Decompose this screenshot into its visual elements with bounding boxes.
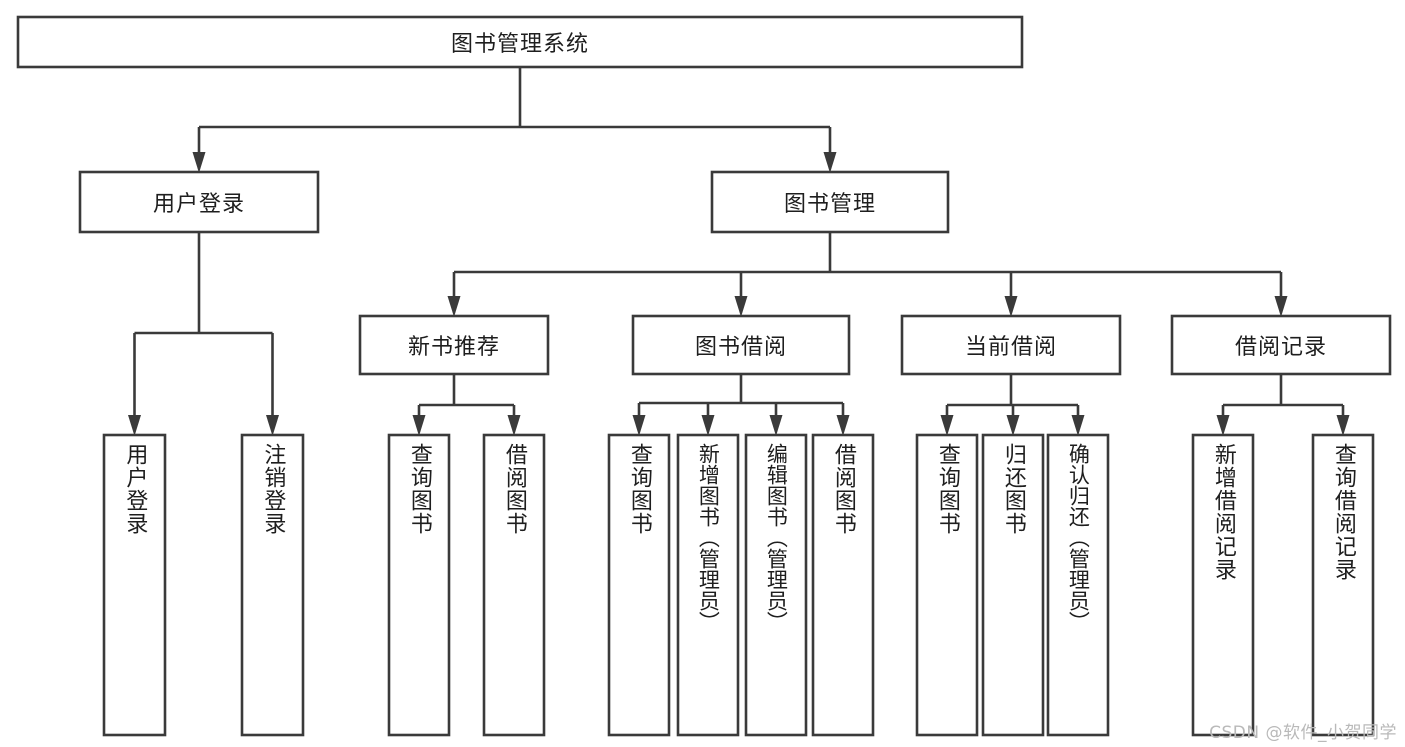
node-box-current-borrow[interactable] <box>900 314 1122 376</box>
node-box-leaf-logout[interactable] <box>240 433 305 737</box>
arrow-head-icon <box>1336 415 1350 436</box>
arrow-head-icon <box>447 296 461 317</box>
node-box-leaf-edit-book[interactable] <box>744 433 808 737</box>
arrow-head-icon <box>632 415 646 436</box>
arrow-head-icon <box>192 152 206 173</box>
arrow-head-icon <box>266 415 279 436</box>
arrow-head-icon <box>1006 415 1020 436</box>
node-box-leaf-query-record[interactable] <box>1311 433 1375 737</box>
arrow-head-icon <box>412 415 426 436</box>
arrow-head-icon <box>940 415 954 436</box>
node-box-leaf-borrow-book-rec[interactable] <box>482 433 546 737</box>
arrow-head-icon <box>823 152 837 173</box>
node-box-leaf-query-book-borrow[interactable] <box>607 433 671 737</box>
node-box-borrow-record[interactable] <box>1170 314 1392 376</box>
node-box-leaf-confirm-return[interactable] <box>1046 433 1110 737</box>
node-box-leaf-add-book[interactable] <box>676 433 740 737</box>
node-box-leaf-return-book[interactable] <box>981 433 1045 737</box>
arrow-head-icon <box>769 415 783 436</box>
node-box-user-login[interactable] <box>78 170 320 234</box>
arrow-head-icon <box>128 415 141 436</box>
arrow-head-icon <box>701 415 715 436</box>
node-box-leaf-user-login[interactable] <box>102 433 167 737</box>
node-box-leaf-query-book-rec[interactable] <box>387 433 451 737</box>
arrow-head-icon <box>1216 415 1230 436</box>
node-box-leaf-borrow-book[interactable] <box>811 433 875 737</box>
arrow-head-icon <box>507 415 521 436</box>
node-box-root[interactable] <box>16 15 1024 69</box>
connector-layer <box>128 67 1350 436</box>
node-box-book-manage[interactable] <box>710 170 950 234</box>
box-layer <box>16 15 1392 737</box>
arrow-head-icon <box>836 415 850 436</box>
arrow-head-icon <box>1004 296 1018 317</box>
arrow-head-icon <box>1274 296 1288 317</box>
node-box-leaf-query-book-cur[interactable] <box>915 433 979 737</box>
node-box-leaf-add-record[interactable] <box>1191 433 1255 737</box>
arrow-head-icon <box>1071 415 1085 436</box>
node-box-book-borrow[interactable] <box>631 314 851 376</box>
arrow-head-icon <box>734 296 748 317</box>
node-box-new-book-recommend[interactable] <box>358 314 550 376</box>
